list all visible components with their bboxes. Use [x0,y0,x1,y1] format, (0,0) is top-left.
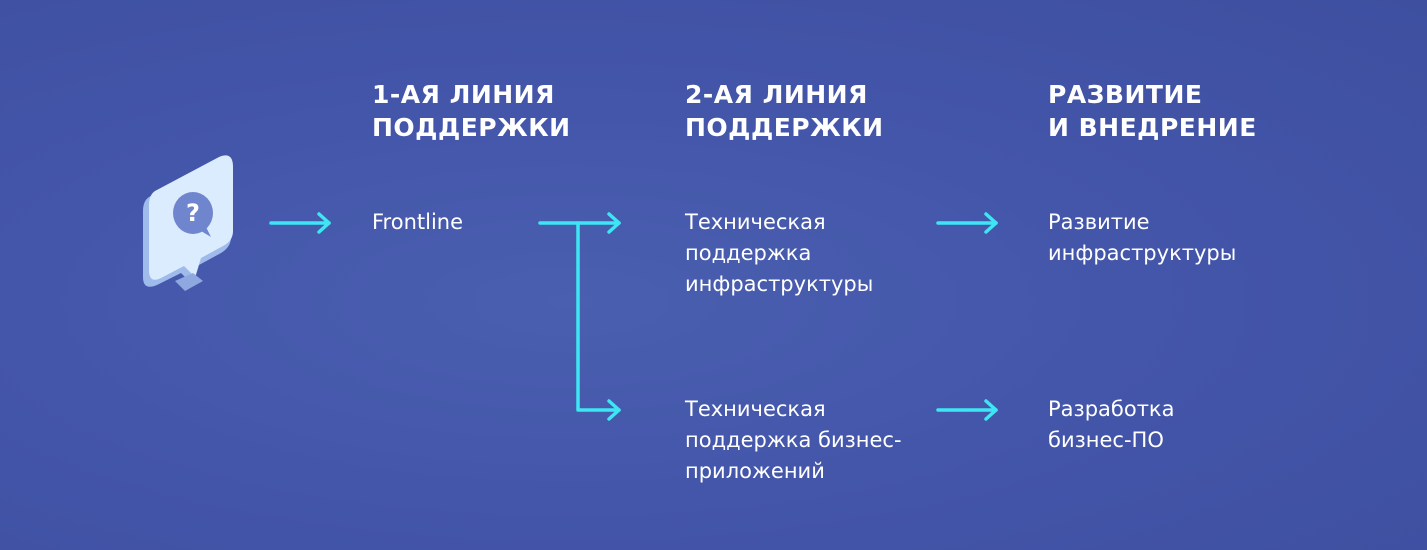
column-heading-line1: 1-АЯ ЛИНИЯ ПОДДЕРЖКИ [372,80,571,142]
arrow-infra-support-to-infra-development [936,212,998,234]
svg-text:?: ? [186,199,200,227]
node-business-support: Техническая поддержка бизнес- приложений [685,397,902,483]
arrow-business-support-to-software-development [936,399,998,421]
node-frontline: Frontline [372,210,464,234]
node-infra-support: Техническая поддержка инфраструктуры [685,210,874,296]
node-infra-development: Развитие инфраструктуры [1048,210,1237,265]
arrow-icon-to-frontline [269,212,331,234]
node-business-software-development: Разработка бизнес-ПО [1048,397,1175,452]
arrow-frontline-to-business-support [576,221,621,421]
column-heading-line2: 2-АЯ ЛИНИЯ ПОДДЕРЖКИ [685,80,884,142]
column-heading-development: РАЗВИТИЕ И ВНЕДРЕНИЕ [1048,80,1257,142]
question-chat-icon: ? [143,155,233,291]
